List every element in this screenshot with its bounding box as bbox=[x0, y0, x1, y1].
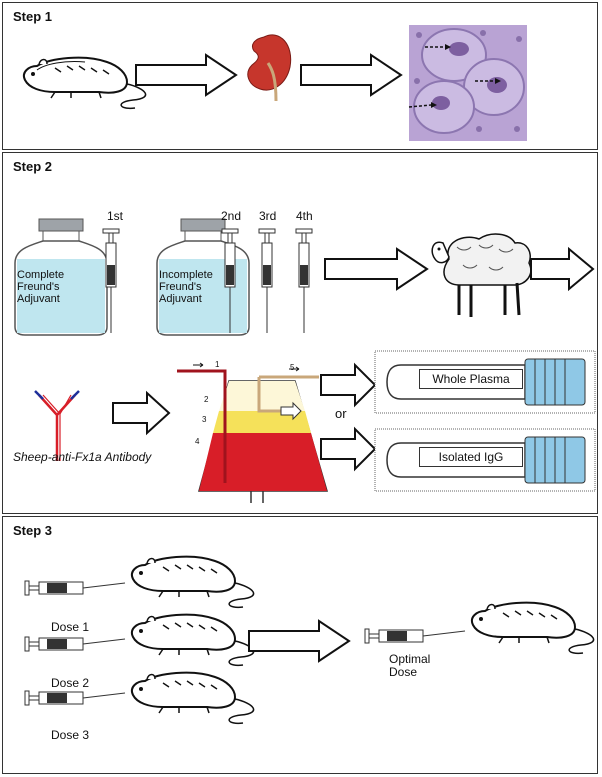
rat-icon bbox=[130, 671, 255, 725]
step2-title: Step 2 bbox=[13, 159, 53, 174]
syringe-icon bbox=[24, 580, 126, 596]
syringe-icon bbox=[295, 228, 313, 333]
optimal-line: Dose bbox=[389, 665, 418, 679]
arrow-right-icon bbox=[248, 619, 351, 663]
column-number: 2 bbox=[204, 395, 209, 404]
or-label: or bbox=[335, 406, 347, 421]
sheep-icon bbox=[431, 233, 532, 317]
vial2-line: Freund's bbox=[159, 281, 202, 293]
step1-title: Step 1 bbox=[13, 9, 53, 24]
vial-icon bbox=[14, 218, 108, 336]
step3-graphics bbox=[24, 555, 595, 725]
step1-graphics bbox=[23, 25, 527, 141]
syringe-icon bbox=[364, 628, 466, 644]
vial1-line: Adjuvant bbox=[17, 293, 60, 305]
syringe-icon bbox=[221, 228, 239, 333]
optimal-dose-label: Optimal Dose bbox=[389, 653, 430, 679]
kidney-tissue-image bbox=[408, 25, 527, 141]
vial2-line: Adjuvant bbox=[159, 293, 202, 305]
arrow-right-icon bbox=[112, 390, 171, 436]
rat-icon bbox=[470, 601, 595, 655]
arrow-right-icon bbox=[300, 53, 403, 97]
rat-icon bbox=[130, 555, 255, 609]
arrow-right-icon bbox=[324, 247, 429, 291]
step3-panel: Step 3 bbox=[2, 516, 598, 774]
tube-icon bbox=[374, 350, 596, 414]
injection-label: 4th bbox=[296, 209, 313, 223]
column-number: 3 bbox=[202, 415, 207, 424]
vial1-line: Freund's bbox=[17, 281, 60, 293]
column-number: 4 bbox=[195, 437, 200, 446]
arrow-right-icon bbox=[320, 362, 377, 408]
step2-graphics bbox=[14, 218, 596, 503]
column-number: 5 bbox=[290, 363, 295, 372]
injection-label: 2nd bbox=[221, 209, 242, 223]
injection-label: 1st bbox=[107, 209, 124, 223]
tube2-label: Isolated IgG bbox=[419, 447, 523, 467]
injection-label: 3rd bbox=[259, 209, 277, 223]
step2-panel: Step 2 bbox=[2, 152, 598, 514]
dose-label: Dose 3 bbox=[51, 728, 90, 742]
arrow-right-icon bbox=[530, 246, 595, 292]
column-number: 1 bbox=[215, 360, 220, 369]
step3-title: Step 3 bbox=[13, 523, 53, 538]
dose-label: Dose 1 bbox=[51, 620, 90, 634]
syringe-icon bbox=[258, 228, 276, 333]
vial1-line: Complete bbox=[17, 269, 65, 281]
rat-icon bbox=[23, 56, 147, 110]
rat-icon bbox=[130, 613, 255, 667]
tube1-label: Whole Plasma bbox=[419, 369, 523, 389]
dose-label: Dose 2 bbox=[51, 676, 90, 690]
step1-panel: Step 1 bbox=[2, 2, 598, 150]
vial2-label: Incomplete Freund's Adjuvant bbox=[159, 269, 213, 305]
syringe-icon bbox=[24, 636, 126, 652]
arrow-right-icon bbox=[320, 426, 377, 472]
antibody-icon bbox=[34, 390, 80, 461]
vial1-label: Complete Freund's Adjuvant bbox=[17, 269, 64, 305]
arrow-right-icon bbox=[135, 53, 238, 97]
syringe-icon bbox=[102, 228, 120, 333]
antibody-label: Sheep-anti-Fx1a Antibody bbox=[13, 450, 152, 464]
separation-vessel-icon bbox=[177, 362, 328, 503]
kidney-icon bbox=[247, 34, 292, 102]
optimal-line: Optimal bbox=[389, 652, 431, 666]
syringe-icon bbox=[24, 690, 126, 706]
vial2-line: Incomplete bbox=[159, 269, 213, 281]
